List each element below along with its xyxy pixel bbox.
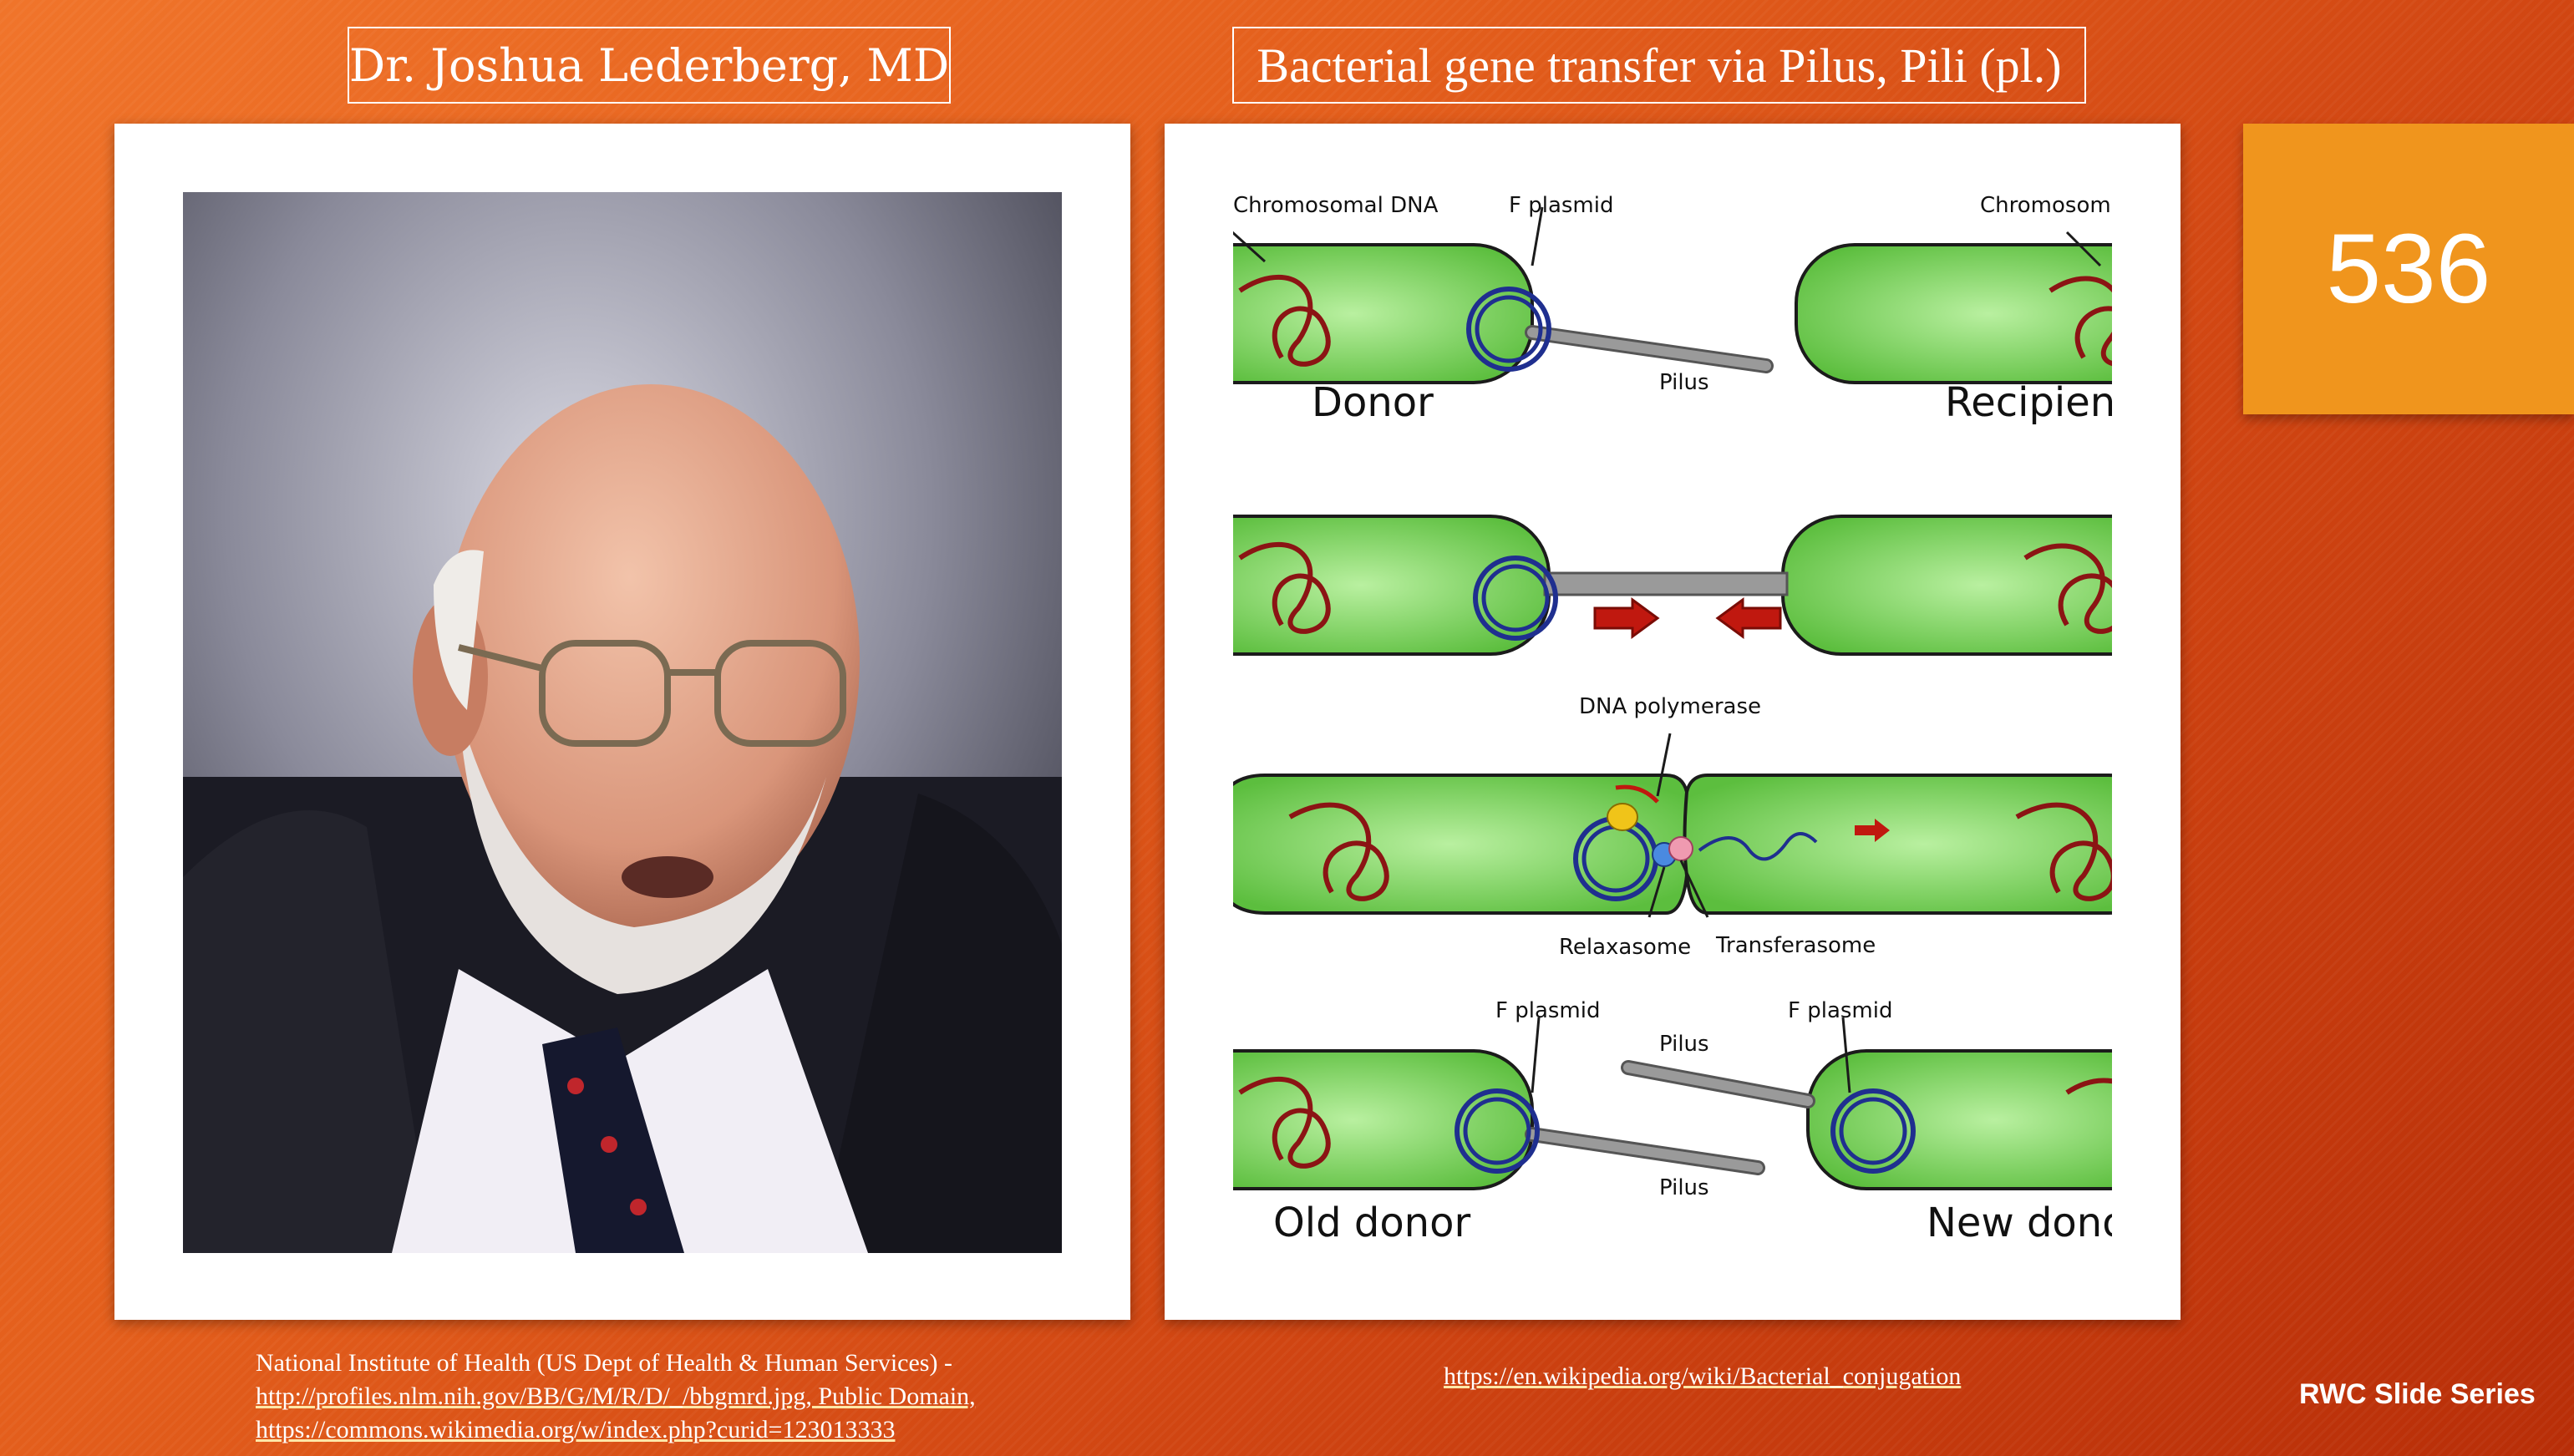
diagram-source-link[interactable]: https://en.wikipedia.org/wiki/Bacterial_…	[1444, 1362, 1962, 1390]
portrait-photo	[183, 192, 1062, 1253]
label-pilus-upper: Pilus	[1659, 1032, 1709, 1057]
photo-credit-link[interactable]: https://commons.wikimedia.org/w/index.ph…	[256, 1416, 896, 1443]
transferred-strand	[1698, 832, 1818, 861]
chromosomal-dna	[1238, 274, 1331, 367]
label-dna-polymerase: DNA polymerase	[1579, 694, 1761, 719]
label-transferasome: Transferasome	[1715, 933, 1876, 958]
portrait-card	[114, 124, 1130, 1320]
old-donor-cell	[1233, 1049, 1534, 1190]
label-donor: Donor	[1312, 379, 1434, 426]
label-recipient: Recipient	[1945, 379, 2131, 426]
portrait-illustration	[183, 192, 1062, 1253]
conjugation-diagram: Chromosomal DNA F plasmid Chromosomal Pi…	[1233, 193, 2144, 1246]
arrow-right	[1593, 597, 1660, 639]
label-f-plasmid-new: F plasmid	[1788, 998, 1892, 1023]
retracting-pilus	[1543, 571, 1789, 596]
conjugation-diagram-card: Chromosomal DNA F plasmid Chromosomal Pi…	[1165, 124, 2181, 1320]
donor-cell	[1233, 243, 1534, 384]
diagram-title: Bacterial gene transfer via Pilus, Pili …	[1232, 27, 2086, 104]
recipient-cell	[1795, 243, 2112, 384]
transferasome-icon	[1668, 836, 1693, 861]
photo-credit-link[interactable]: http://profiles.nlm.nih.gov/BB/G/M/R/D/_…	[256, 1382, 976, 1410]
dna-polymerase-icon	[1607, 803, 1638, 831]
footer-series-label: RWC Slide Series	[2299, 1378, 2536, 1410]
label-f-plasmid-old: F plasmid	[1495, 998, 1600, 1023]
label-pilus-lower: Pilus	[1659, 1175, 1709, 1200]
label-pilus-1: Pilus	[1659, 370, 1709, 395]
slide-number-badge: 536	[2243, 124, 2574, 414]
label-old-donor: Old donor	[1273, 1200, 1470, 1246]
f-plasmid-ring	[1466, 287, 1551, 372]
label-new-donor: New donor	[1927, 1200, 2144, 1246]
photo-title: Dr. Joshua Lederberg, MD	[348, 27, 951, 104]
label-relaxasome: Relaxasome	[1559, 935, 1691, 960]
new-donor-cell	[1806, 1049, 2112, 1190]
label-chromosomal-dna: Chromosomal DNA	[1233, 193, 1439, 218]
label-chromosomal-right: Chromosomal	[1980, 193, 2130, 218]
photo-credit: National Institute of Health (US Dept of…	[256, 1347, 1175, 1447]
photo-credit-line: National Institute of Health (US Dept of…	[256, 1349, 952, 1377]
arrow-left	[1715, 597, 1782, 639]
pilus	[1527, 327, 1771, 371]
label-f-plasmid-1: F plasmid	[1509, 193, 1613, 218]
